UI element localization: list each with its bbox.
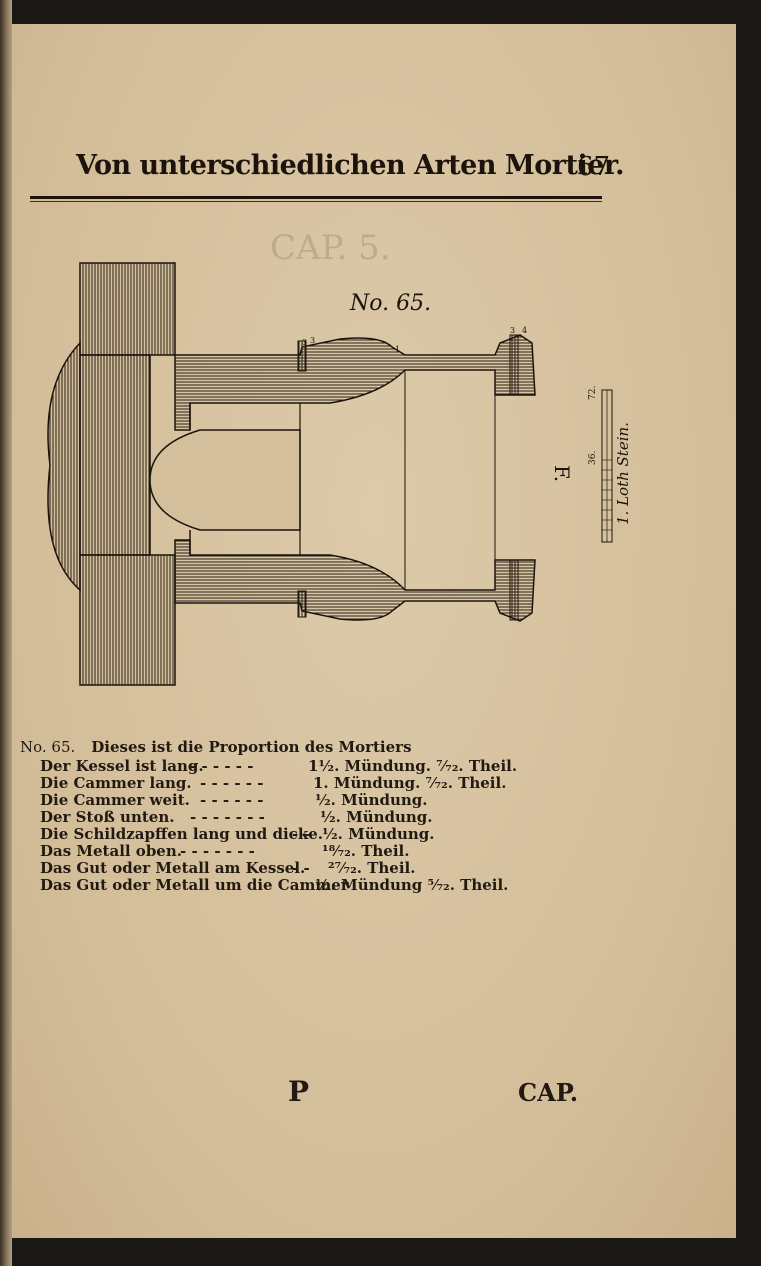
table-row: Die Cammer weit. - - - - - - ½. Mündung. xyxy=(40,791,580,809)
bleed-through-mark: CAP. 5. xyxy=(270,228,391,268)
running-header: Von unterschiedlichen Arten Mortier. 67 xyxy=(62,150,625,190)
dim-mark: 3 xyxy=(302,338,307,347)
scale-bar: 36. 72. 1. Loth Stein. xyxy=(588,386,632,543)
row-label: Der Stoß unten. xyxy=(40,808,175,826)
mortar-drawing: 3 3 1 3 4 No. 65. F. 36. 72. 1. Loth S xyxy=(47,262,632,686)
row-label: Der Kessel ist lang. xyxy=(40,757,204,775)
row-leader: - - - - - - xyxy=(190,757,254,775)
table-row: Der Kessel ist lang.- - - - - - 1½. Mündu… xyxy=(40,757,580,775)
book-page xyxy=(12,24,736,1238)
row-value: ½. Mündung ⁵⁄₇₂. Theil. xyxy=(315,876,509,894)
row-label: Die Schildzapffen lang und dicke. xyxy=(40,825,323,843)
row-leader: - - - - - - xyxy=(200,774,264,792)
row-leader: - - - - - - - xyxy=(180,842,255,860)
table-row: Die Cammer lang. - - - - - - 1. Mündung. ⁷… xyxy=(40,774,580,792)
figure-marker: F. xyxy=(550,465,574,482)
row-value: 1. Mündung. ⁷⁄₇₂. Theil. xyxy=(313,774,507,792)
figure-label: No. 65. xyxy=(349,291,431,316)
dim-mark: 4 xyxy=(522,326,527,335)
scale-tick-label: 72. xyxy=(588,386,598,400)
binding-edge xyxy=(0,0,12,1266)
table-row: Der Stoß unten. - - - - - - - ½. Mündung. xyxy=(40,808,580,826)
table-row: Das Gut oder Metall am Kessel.- - ²⁷⁄₇₂. … xyxy=(40,859,580,877)
row-value: ²⁷⁄₇₂. Theil. xyxy=(328,859,416,877)
row-value: ½. Mündung. xyxy=(320,808,433,826)
signature-mark: P xyxy=(288,1075,310,1108)
row-label: Die Cammer lang. xyxy=(40,774,192,792)
row-label: Das Gut oder Metall am Kessel. xyxy=(40,859,306,877)
page-number: 67 xyxy=(577,152,611,182)
row-value: 1½. Mündung. ⁷⁄₇₂. Theil. xyxy=(308,757,518,775)
row-label: Das Gut oder Metall um die Cammer xyxy=(40,876,349,894)
table-heading: No. 65. Dieses ist die Proportion des Mor… xyxy=(20,738,580,756)
dim-mark: 3 xyxy=(310,336,315,345)
row-label: Die Cammer weit. xyxy=(40,791,190,809)
running-title: Von unterschiedlichen Arten Mortier. xyxy=(76,150,625,181)
row-leader: - - xyxy=(292,825,310,843)
row-leader: - - xyxy=(292,859,310,877)
row-value: ½. Mündung. xyxy=(315,791,428,809)
figure-number: No. 65. xyxy=(20,738,76,756)
row-value: ¹⁸⁄₇₂. Theil. xyxy=(322,842,410,860)
row-leader: - - - - - - xyxy=(200,791,264,809)
header-rule-thin xyxy=(30,201,602,202)
table-row: Das Metall oben.- - - - - - - ¹⁸⁄₇₂. Thei… xyxy=(40,842,580,860)
row-leader: - - - - - - - xyxy=(190,808,265,826)
row-label: Das Metall oben. xyxy=(40,842,182,860)
table-row: Die Schildzapffen lang und dicke.- - ½. M… xyxy=(40,825,580,843)
catchword: CAP. xyxy=(518,1078,579,1107)
row-value: ½. Mündung. xyxy=(322,825,435,843)
dim-mark: 1 xyxy=(395,345,400,354)
dim-mark: 3 xyxy=(510,326,515,335)
header-rule xyxy=(30,196,602,199)
proportion-table: No. 65. Dieses ist die Proportion des Mor… xyxy=(20,738,580,894)
scale-label: 1. Loth Stein. xyxy=(614,422,632,525)
scale-tick-label: 36. xyxy=(588,451,598,465)
table-title: Dieses ist die Proportion des Mortiers xyxy=(91,738,412,756)
